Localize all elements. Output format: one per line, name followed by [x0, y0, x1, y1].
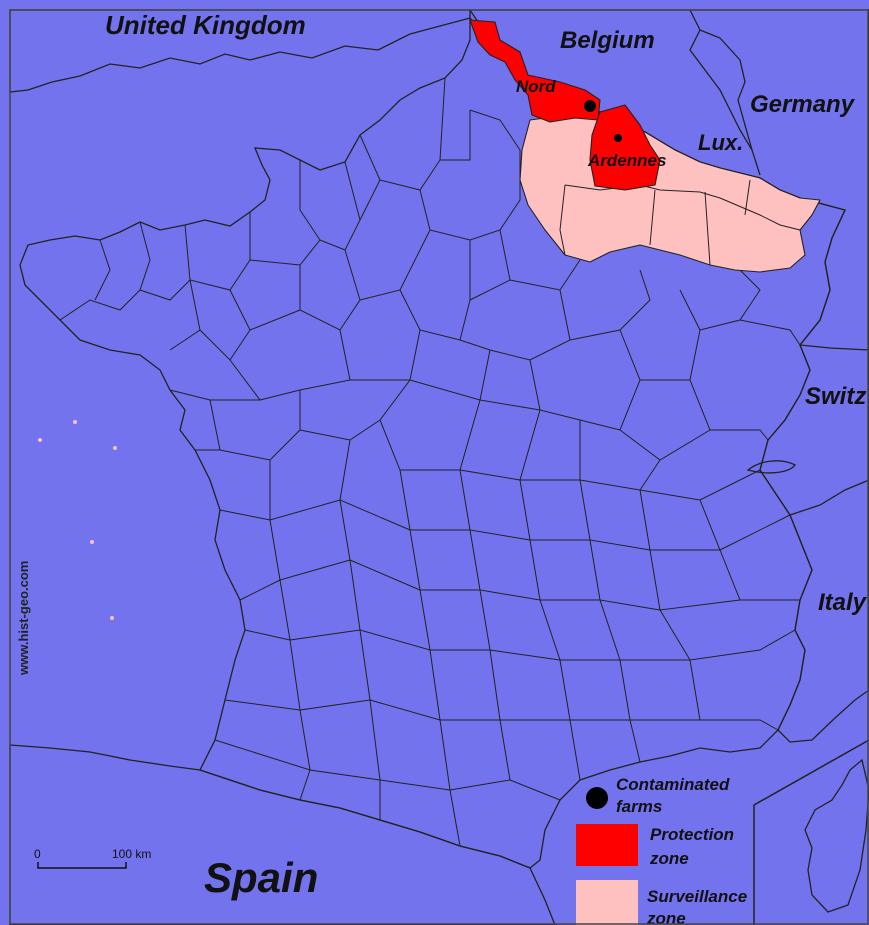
label-ardennes: Ardennes	[587, 151, 666, 170]
legend-surveillance-line2: zone	[646, 909, 686, 925]
protection-zone-ardennes	[589, 104, 661, 191]
label-germany: Germany	[750, 91, 856, 118]
legend-surveillance-line1: Surveillance	[647, 887, 747, 906]
legend-protection-swatch	[576, 824, 638, 866]
border-switz-italy	[789, 479, 869, 516]
label-belgium: Belgium	[560, 27, 655, 54]
label-italy: Italy	[818, 589, 868, 616]
uk-landmass	[9, 9, 471, 93]
border-germany-switz	[799, 344, 869, 351]
label-uk: United Kingdom	[105, 10, 306, 40]
atlantic-dots	[38, 420, 117, 620]
legend-surveillance-swatch	[576, 880, 638, 925]
legend-protection-line2: zone	[649, 849, 689, 868]
protection-zone	[469, 19, 601, 123]
legend: Contaminated farms Protection zone Surve…	[576, 775, 747, 925]
map-frame	[9, 9, 869, 925]
farm-dot-nord	[584, 100, 596, 112]
watermark: www.hist-geo.com	[16, 561, 31, 676]
label-nord: Nord	[516, 77, 556, 96]
scale-end: 100 km	[112, 847, 151, 861]
label-spain: Spain	[204, 854, 318, 901]
lake-geneva	[746, 460, 796, 474]
label-switz: Switz	[805, 383, 866, 410]
legend-protection-line1: Protection	[650, 825, 734, 844]
farm-dot-ardennes	[614, 134, 622, 142]
border-belgium-germany	[689, 9, 761, 176]
scale-start: 0	[34, 847, 41, 861]
department-borders	[59, 77, 801, 847]
surveillance-internal-borders	[559, 179, 801, 266]
label-lux: Lux.	[698, 130, 743, 155]
legend-farms-line2: farms	[616, 797, 662, 816]
border-lux	[699, 29, 753, 151]
legend-farms-line1: Contaminated	[616, 775, 730, 794]
corsica-inset-frame	[753, 739, 869, 925]
scale-bar: 0 100 km	[34, 847, 151, 869]
legend-farm-icon	[586, 787, 608, 809]
